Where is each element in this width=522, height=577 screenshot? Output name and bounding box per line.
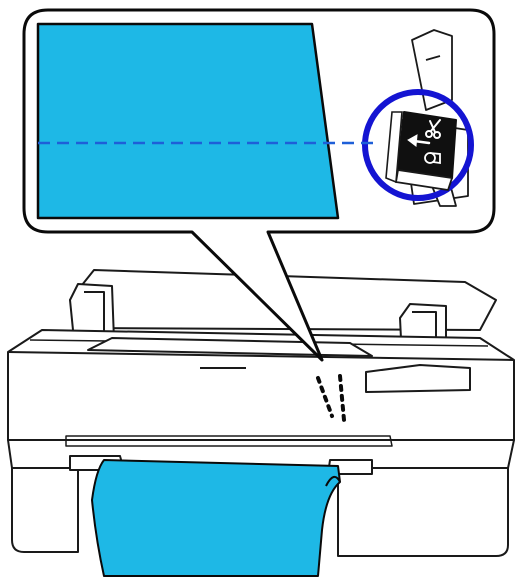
cutter-highlight-ring xyxy=(362,89,474,201)
scissors-icon xyxy=(425,119,441,139)
printer-right-leg xyxy=(337,457,509,557)
output-paper xyxy=(91,459,341,577)
callout-paper xyxy=(36,22,340,220)
printer-top-slot xyxy=(87,337,373,357)
cutter-button xyxy=(385,111,457,192)
callout-pointer-dots xyxy=(316,374,346,422)
arrow-left-icon xyxy=(407,134,431,147)
printer-control-panel xyxy=(365,364,471,393)
printer-left-leg xyxy=(11,451,79,553)
paper-roll-icon xyxy=(424,152,441,165)
